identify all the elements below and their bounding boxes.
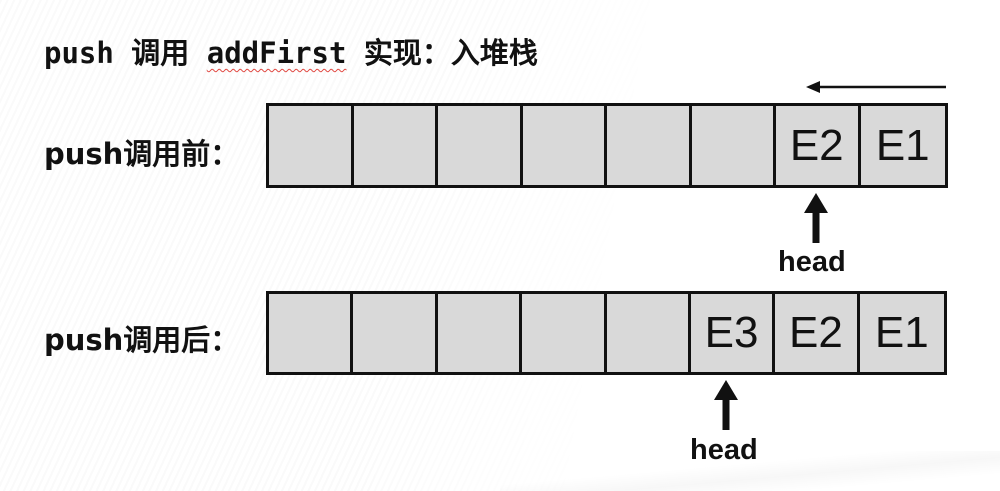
title-part-impl: 实现：入堆栈 (346, 36, 538, 70)
array-cell (438, 106, 523, 185)
array-cell (438, 294, 523, 372)
left-arrow-icon (806, 81, 946, 93)
up-arrow-icon (714, 380, 738, 430)
before-head-label: head (778, 246, 846, 278)
array-cell: E1 (875, 120, 930, 170)
slide-title: push 调用 addFirst 实现：入堆栈 (44, 30, 538, 72)
array-cell: E3 (691, 294, 776, 372)
array-cell (607, 294, 691, 372)
array-cell: E2 (776, 106, 861, 185)
array-cell (354, 106, 438, 185)
background-swoosh (500, 451, 1000, 491)
array-cell: E1 (874, 308, 929, 357)
after-array: E3 E2 E1 (266, 291, 947, 375)
up-arrow-icon (804, 193, 828, 243)
title-part-addfirst: addFirst (206, 36, 347, 70)
after-row-label: push调用后： (44, 323, 240, 357)
before-row-label: push调用前： (44, 137, 240, 171)
array-cell (269, 106, 354, 185)
title-part-push: push 调用 (44, 36, 207, 70)
array-cell (607, 106, 692, 185)
array-cell (522, 294, 607, 372)
array-cell (523, 106, 607, 185)
before-array: E2 E1 (266, 103, 948, 188)
array-cell (269, 294, 354, 372)
array-cell (692, 106, 776, 185)
after-head-label: head (690, 434, 758, 466)
array-cell: E2 (775, 294, 860, 372)
array-cell (353, 294, 438, 372)
